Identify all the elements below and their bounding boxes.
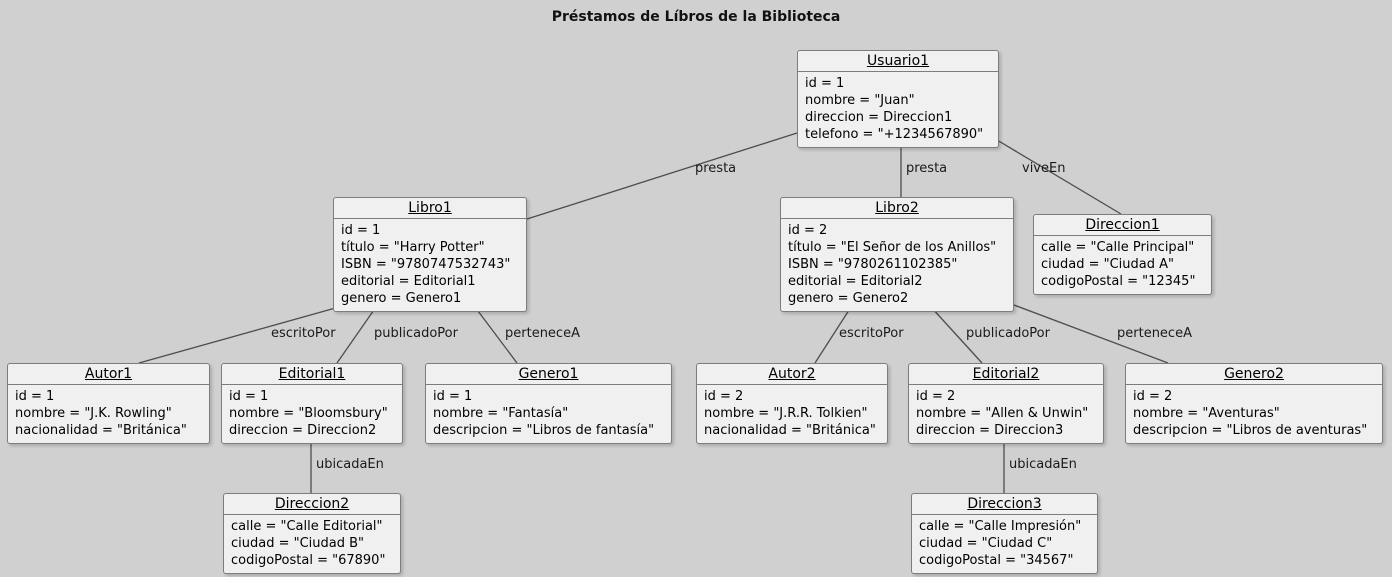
attribute-line: id = 2 bbox=[788, 223, 828, 238]
object-attributes-editorial1: id = 1 nombre = "Bloomsbury" direccion = D… bbox=[222, 385, 402, 443]
attribute-line: direccion = Direccion2 bbox=[229, 423, 377, 438]
object-title-genero2: Genero2 bbox=[1126, 364, 1382, 385]
object-title-autor1: Autor1 bbox=[8, 364, 209, 385]
attribute-line: descripcion = "Libros de fantasía" bbox=[433, 423, 655, 438]
attribute-line: ciudad = "Ciudad A" bbox=[1041, 257, 1175, 272]
object-node-direccion1: Direccion1 calle = "Calle Principal" ciud… bbox=[1033, 214, 1212, 295]
object-node-autor1: Autor1 id = 1 nombre = "J.K. Rowling" naci… bbox=[7, 363, 210, 444]
object-node-libro1: Libro1 id = 1 título = "Harry Potter" ISBN… bbox=[333, 197, 527, 312]
edge-label-publicadoPor-libro2: publicadoPor bbox=[966, 326, 1050, 341]
attribute-line: nombre = "J.R.R. Tolkien" bbox=[704, 406, 868, 421]
object-node-genero1: Genero1 id = 1 nombre = "Fantasía" descrip… bbox=[425, 363, 672, 444]
edge-libro1-autor1 bbox=[138, 306, 340, 364]
attribute-line: ISBN = "9780747532743" bbox=[341, 257, 511, 272]
edge-libro1-genero1 bbox=[474, 306, 518, 364]
object-attributes-editorial2: id = 2 nombre = "Allen & Unwin" direccion … bbox=[909, 385, 1103, 443]
edge-label-presta-libro1: presta bbox=[695, 161, 737, 176]
object-title-direccion2: Direccion2 bbox=[224, 494, 400, 515]
object-title-editorial2: Editorial2 bbox=[909, 364, 1103, 385]
attribute-line: id = 2 bbox=[1133, 389, 1173, 404]
attribute-line: codigoPostal = "34567" bbox=[919, 553, 1074, 568]
edge-label-escritoPor-libro2: escritoPor bbox=[839, 326, 904, 341]
object-title-libro1: Libro1 bbox=[334, 198, 526, 219]
object-title-editorial1: Editorial1 bbox=[222, 364, 402, 385]
attribute-line: ciudad = "Ciudad C" bbox=[919, 536, 1053, 551]
edge-label-perteneceA-libro2: perteneceA bbox=[1117, 326, 1192, 341]
attribute-line: título = "Harry Potter" bbox=[341, 240, 485, 255]
edge-label-escritoPor-libro1: escritoPor bbox=[271, 326, 336, 341]
edge-libro2-editorial2 bbox=[930, 306, 983, 364]
object-title-genero1: Genero1 bbox=[426, 364, 671, 385]
object-attributes-genero2: id = 2 nombre = "Aventuras" descripcion = … bbox=[1126, 385, 1382, 443]
edge-libro1-editorial1 bbox=[336, 306, 377, 364]
attribute-line: id = 1 bbox=[229, 389, 269, 404]
attribute-line: codigoPostal = "12345" bbox=[1041, 274, 1196, 289]
attribute-line: ciudad = "Ciudad B" bbox=[231, 536, 365, 551]
edge-label-publicadoPor-libro1: publicadoPor bbox=[374, 326, 458, 341]
object-attributes-usuario1: id = 1 nombre = "Juan" direccion = Direcci… bbox=[798, 72, 998, 147]
object-attributes-libro2: id = 2 título = "El Señor de los Anillos"… bbox=[781, 219, 1013, 311]
attribute-line: calle = "Calle Impresión" bbox=[919, 519, 1082, 534]
edge-usuario1-direccion1 bbox=[996, 139, 1122, 215]
object-node-autor2: Autor2 id = 2 nombre = "J.R.R. Tolkien" na… bbox=[696, 363, 888, 444]
attribute-line: nombre = "Aventuras" bbox=[1133, 406, 1280, 421]
object-attributes-autor2: id = 2 nombre = "J.R.R. Tolkien" nacionali… bbox=[697, 385, 887, 443]
attribute-line: título = "El Señor de los Anillos" bbox=[788, 240, 997, 255]
object-node-genero2: Genero2 id = 2 nombre = "Aventuras" descri… bbox=[1125, 363, 1383, 444]
object-title-direccion1: Direccion1 bbox=[1034, 215, 1211, 236]
attribute-line: nacionalidad = "Británica" bbox=[15, 423, 187, 438]
object-attributes-genero1: id = 1 nombre = "Fantasía" descripcion = "… bbox=[426, 385, 671, 443]
attribute-line: id = 1 bbox=[341, 223, 381, 238]
object-title-libro2: Libro2 bbox=[781, 198, 1013, 219]
attribute-line: nombre = "Fantasía" bbox=[433, 406, 569, 421]
attribute-line: id = 1 bbox=[15, 389, 55, 404]
attribute-line: id = 1 bbox=[433, 389, 473, 404]
edge-libro2-autor2 bbox=[814, 306, 852, 364]
attribute-line: genero = Genero1 bbox=[341, 291, 462, 306]
edge-label-perteneceA-libro1: perteneceA bbox=[505, 326, 580, 341]
object-node-direccion2: Direccion2 calle = "Calle Editorial" ciud… bbox=[223, 493, 401, 574]
attribute-line: descripcion = "Libros de aventuras" bbox=[1133, 423, 1368, 438]
object-title-autor2: Autor2 bbox=[697, 364, 887, 385]
object-title-direccion3: Direccion3 bbox=[912, 494, 1097, 515]
edge-label-presta-libro2: presta bbox=[906, 161, 948, 176]
attribute-line: id = 2 bbox=[704, 389, 744, 404]
edge-label-ubicadaEn-editorial1: ubicadaEn bbox=[316, 457, 384, 472]
attribute-line: id = 1 bbox=[805, 76, 845, 91]
object-title-usuario1: Usuario1 bbox=[798, 51, 998, 72]
attribute-line: nombre = "Bloomsbury" bbox=[229, 406, 388, 421]
attribute-line: direccion = Direccion1 bbox=[805, 110, 953, 125]
object-node-usuario1: Usuario1 id = 1 nombre = "Juan" direccion … bbox=[797, 50, 999, 148]
object-node-libro2: Libro2 id = 2 título = "El Señor de los A… bbox=[780, 197, 1014, 312]
attribute-line: calle = "Calle Editorial" bbox=[231, 519, 383, 534]
attribute-line: genero = Genero2 bbox=[788, 291, 909, 306]
attribute-line: editorial = Editorial2 bbox=[788, 274, 923, 289]
edge-usuario1-libro1 bbox=[526, 132, 798, 220]
object-node-direccion3: Direccion3 calle = "Calle Impresión" ciud… bbox=[911, 493, 1098, 574]
attribute-line: codigoPostal = "67890" bbox=[231, 553, 386, 568]
object-attributes-direccion2: calle = "Calle Editorial" ciudad = "Ciuda… bbox=[224, 515, 400, 573]
edge-libro2-genero2 bbox=[1013, 304, 1169, 364]
object-attributes-libro1: id = 1 título = "Harry Potter" ISBN = "978… bbox=[334, 219, 526, 311]
edge-label-ubicadaEn-editorial2: ubicadaEn bbox=[1009, 457, 1077, 472]
attribute-line: telefono = "+1234567890" bbox=[805, 127, 984, 142]
attribute-line: id = 2 bbox=[916, 389, 956, 404]
object-attributes-direccion1: calle = "Calle Principal" ciudad = "Ciuda… bbox=[1034, 236, 1211, 294]
edge-label-viveEn: viveEn bbox=[1022, 161, 1066, 176]
object-node-editorial1: Editorial1 id = 1 nombre = "Bloomsbury" di… bbox=[221, 363, 403, 444]
attribute-line: nombre = "Juan" bbox=[805, 93, 915, 108]
object-attributes-direccion3: calle = "Calle Impresión" ciudad = "Ciuda… bbox=[912, 515, 1097, 573]
attribute-line: nombre = "Allen & Unwin" bbox=[916, 406, 1089, 421]
attribute-line: calle = "Calle Principal" bbox=[1041, 240, 1195, 255]
diagram-title: Préstamos de Líbros de la Biblioteca bbox=[551, 9, 841, 25]
attribute-line: nacionalidad = "Británica" bbox=[704, 423, 876, 438]
attribute-line: direccion = Direccion3 bbox=[916, 423, 1064, 438]
object-attributes-autor1: id = 1 nombre = "J.K. Rowling" nacionalida… bbox=[8, 385, 209, 443]
attribute-line: editorial = Editorial1 bbox=[341, 274, 476, 289]
object-node-editorial2: Editorial2 id = 2 nombre = "Allen & Unwin… bbox=[908, 363, 1104, 444]
attribute-line: nombre = "J.K. Rowling" bbox=[15, 406, 172, 421]
attribute-line: ISBN = "9780261102385" bbox=[788, 257, 958, 272]
